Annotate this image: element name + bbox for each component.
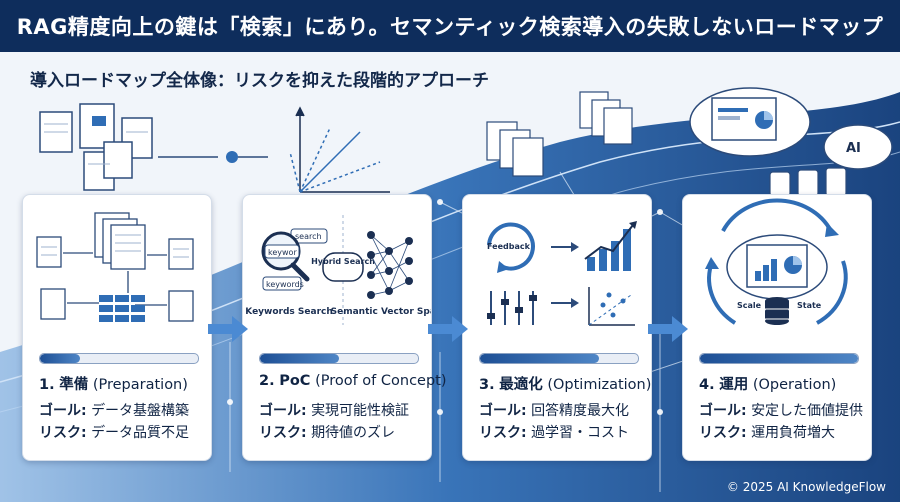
progress-fill	[480, 354, 599, 363]
stage-card-preparation: 1. 準備 (Preparation) ゴール: データ基盤構築 リスク: デー…	[22, 194, 212, 461]
stage-card-operation: Scale State 4. 運用 (Operation) ゴール: 安定した価…	[682, 194, 872, 461]
poc-illustration: search keywor keywords Hybrid Search Key…	[245, 215, 431, 325]
top-documents-icon	[39, 103, 153, 191]
progress-fill	[40, 354, 80, 363]
state-label: State	[797, 301, 822, 310]
stage-goal: ゴール: データ基盤構築	[39, 403, 190, 419]
stage-goal: ゴール: 回答精度最大化	[479, 403, 630, 419]
ai-label: AI	[846, 141, 861, 156]
hybrid-search-label: Hybrid Search	[311, 257, 375, 266]
progress-fill	[700, 354, 858, 363]
stage-title: 4. 運用 (Operation)	[699, 377, 837, 393]
page-title: RAG精度向上の鍵は「検索」にあり。セマンティック検索導入の失敗しないロードマッ…	[16, 15, 884, 39]
progress-bar	[39, 353, 199, 364]
stage-title: 3. 最適化 (Optimization)	[479, 377, 652, 393]
stage-title: 1. 準備 (Preparation)	[39, 377, 188, 393]
progress-bar	[699, 353, 859, 364]
vector-axes-icon	[289, 106, 390, 193]
progress-fill	[260, 354, 339, 363]
stage-risk: リスク: 運用負荷増大	[699, 425, 836, 441]
stage-card-optimization: Feedback 3. 最適化 (Optimization) ゴール: 回答精度…	[462, 194, 652, 461]
stage-card-poc: search keywor keywords Hybrid Search Key…	[242, 194, 447, 461]
stage-goal: ゴール: 実現可能性検証	[259, 403, 410, 419]
progress-bar	[259, 353, 419, 364]
semantic-vector-space-label: Semantic Vector Space	[331, 307, 431, 317]
stage-goal: ゴール: 安定した価値提供	[699, 403, 864, 419]
arrow-right-icon	[208, 316, 248, 342]
ai-cloud-icon: AI	[823, 124, 893, 170]
stage-risk: リスク: 過学習・コスト	[479, 425, 630, 441]
arrow-right-icon	[648, 316, 688, 342]
stage-risk: リスク: 期待値のズレ	[259, 425, 396, 441]
scale-label: Scale	[737, 301, 762, 310]
copyright-footer: © 2025 AI KnowledgeFlow	[726, 480, 886, 494]
cloud-dashboard-icon	[689, 87, 811, 157]
stage-title: 2. PoC (Proof of Concept)	[259, 373, 447, 389]
stage-risk: リスク: データ品質不足	[39, 425, 190, 441]
feedback-label: Feedback	[487, 242, 531, 251]
preparation-illustration	[36, 212, 194, 322]
database-icons	[769, 167, 847, 197]
operation-illustration: Scale State	[705, 198, 848, 325]
keywords-search-label: Keywords Search	[245, 307, 333, 317]
progress-bar	[479, 353, 639, 364]
optimization-illustration: Feedback	[487, 221, 637, 326]
keyword-tag-3: keywords	[266, 280, 304, 289]
keyword-tag-1: search	[295, 232, 322, 241]
roadmap-subtitle: 導入ロードマップ全体像：リスクを抑えた段階的アプローチ	[30, 71, 489, 91]
page-header: RAG精度向上の鍵は「検索」にあり。セマンティック検索導入の失敗しないロードマッ…	[0, 0, 900, 52]
arrow-right-icon	[428, 316, 468, 342]
keyword-tag-2: keywor	[268, 248, 297, 257]
document-stack-icon	[486, 91, 633, 177]
